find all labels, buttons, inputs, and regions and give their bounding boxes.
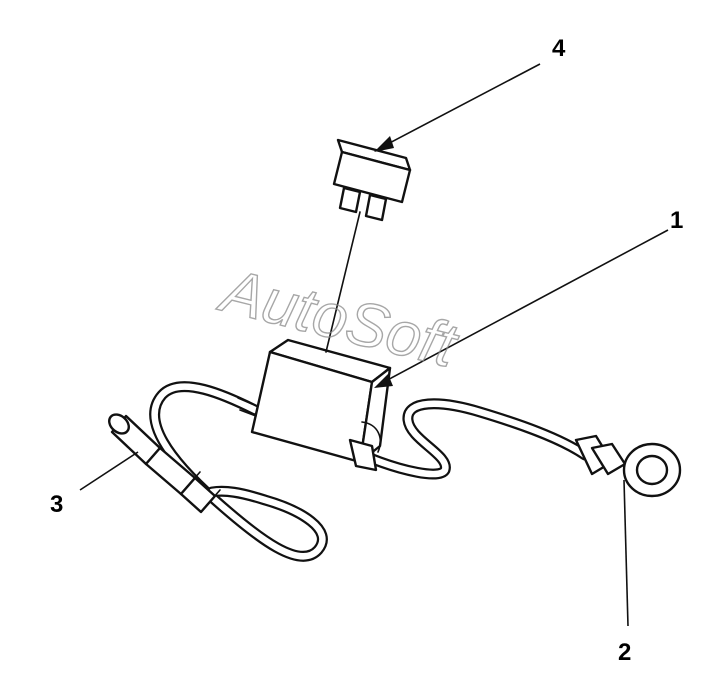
callout-label-3: 3 [50, 491, 63, 518]
inline-connector-part-3 [108, 413, 221, 514]
leader-line-4 [379, 63, 541, 149]
leader-line-2 [623, 479, 629, 627]
callout-label-2: 2 [618, 639, 631, 666]
ring-terminal-part-2 [574, 434, 682, 498]
arrow-head-1 [374, 374, 393, 388]
callout-label-1: 1 [670, 207, 683, 234]
fuse-insertion-line [325, 211, 361, 353]
leader-line-3 [79, 451, 139, 491]
leader-lines [79, 63, 669, 627]
wire-harness [149, 381, 591, 562]
fuse-holder-housing-part-1 [237, 338, 392, 472]
arrow-head-4 [374, 136, 394, 152]
callout-label-4: 4 [552, 35, 566, 62]
leader-line-1 [379, 229, 669, 385]
blade-fuse-part-4 [332, 138, 412, 222]
